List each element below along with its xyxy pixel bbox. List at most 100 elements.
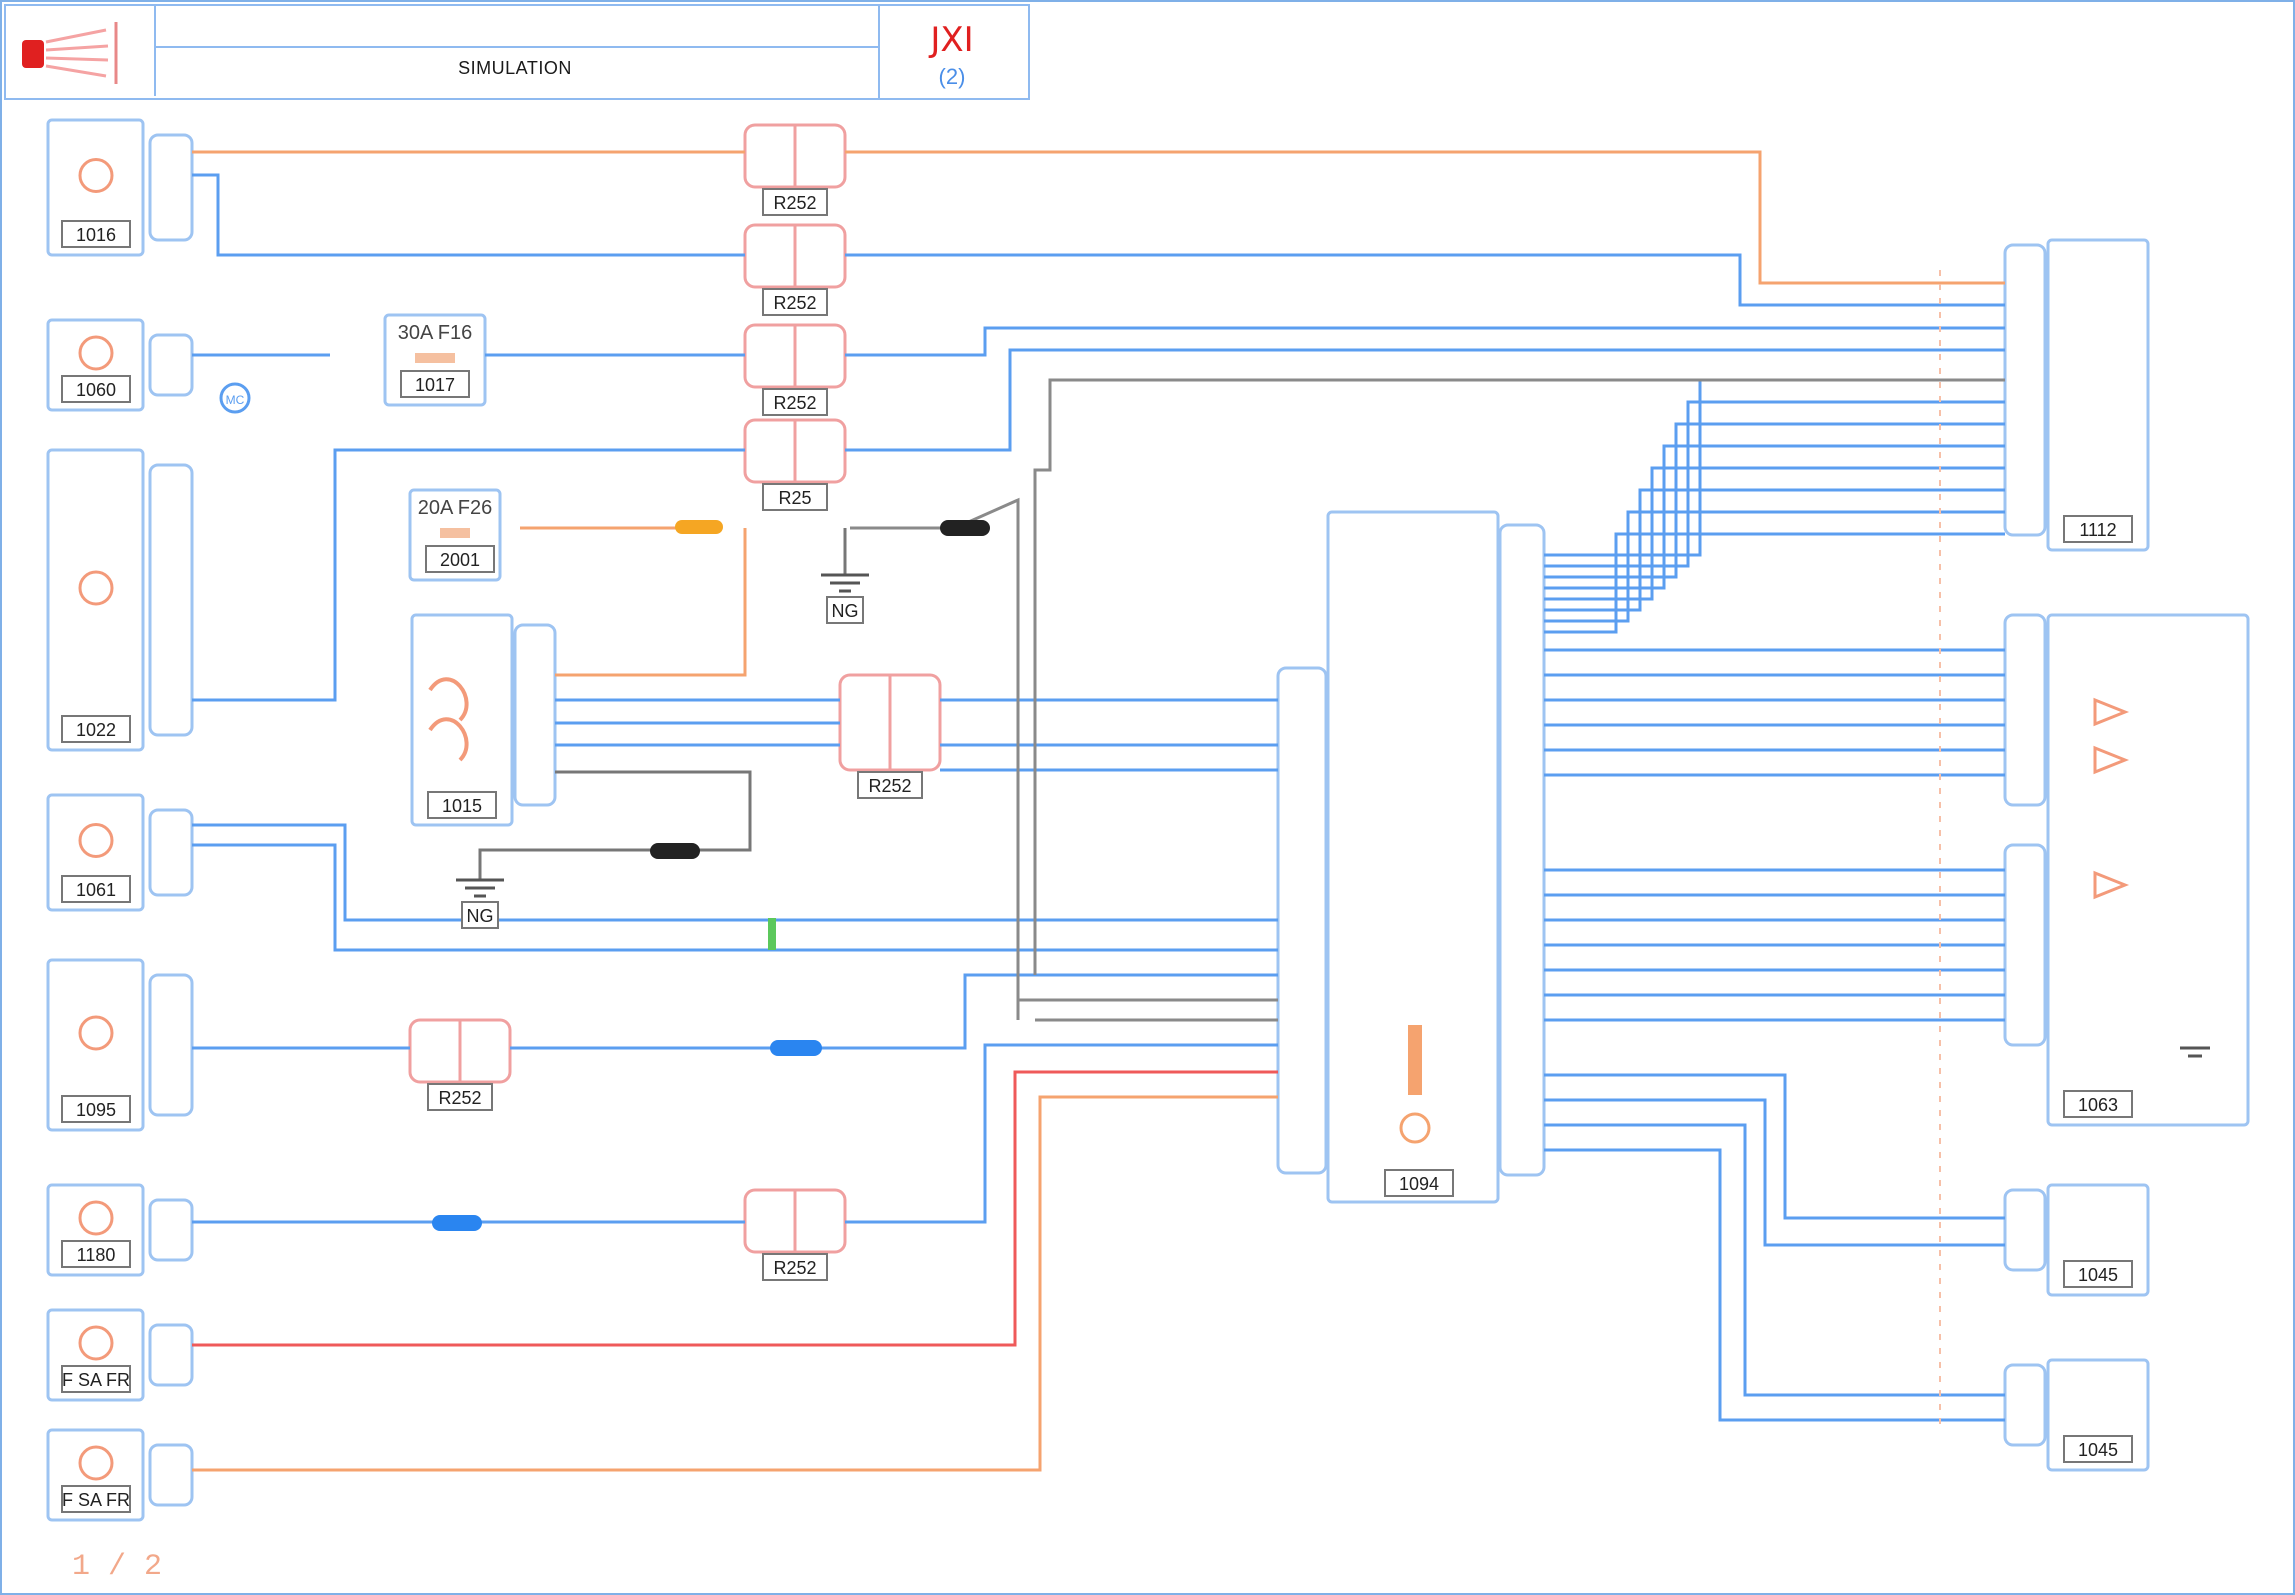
wire-blue (192, 448, 745, 702)
left-component-label: 1022 (76, 720, 116, 740)
left-connector (148, 133, 194, 242)
connector-label: R252 (773, 393, 816, 413)
connector-label: R252 (438, 1088, 481, 1108)
left-component-label-frame (61, 1095, 131, 1123)
left-component (46, 318, 145, 412)
connector-label-frame (427, 1083, 493, 1111)
left-component-label: 1095 (76, 1100, 116, 1120)
wire-blue (1544, 532, 2005, 634)
title-block: SIMULATION JXI (2) (4, 4, 1030, 100)
wire-blue (845, 253, 2005, 307)
connector-label: R252 (773, 293, 816, 313)
ground-symbol (2180, 1046, 2210, 1058)
wire-blue (1544, 510, 2005, 623)
connector-label-frame (762, 483, 828, 511)
fuse-symbol (440, 528, 470, 538)
sensor-symbol (2093, 870, 2130, 900)
connector-label-frame (762, 1253, 828, 1281)
splice-marker (770, 1040, 822, 1056)
connector-label: R25 (778, 488, 811, 508)
left-component-label-frame (61, 875, 131, 903)
right-component (2046, 613, 2250, 1127)
diagram-code: JXI (930, 20, 974, 60)
wire-blue (1544, 1148, 2005, 1422)
right-connector (2003, 613, 2047, 807)
right-component-label-frame (2063, 1090, 2133, 1118)
wire-blue (1544, 400, 2005, 568)
splice-marker (432, 1215, 482, 1231)
left-component-label-frame (61, 1485, 131, 1513)
connector-label-frame (762, 188, 828, 216)
left-connector (148, 808, 194, 897)
ecu-chip-symbol (1408, 1025, 1422, 1095)
fuse-id-frame (425, 545, 495, 573)
wire-blue (1544, 1098, 2005, 1247)
connector-label: R252 (868, 776, 911, 796)
ground-label-frame (461, 901, 499, 929)
left-component (46, 448, 145, 752)
splice-label: MC (226, 393, 245, 407)
wire-blue (845, 1043, 1278, 1224)
left-component-label: F SA FR (62, 1370, 130, 1390)
sensor-symbol (2093, 745, 2130, 775)
splice-circle (219, 382, 251, 414)
wire-red (192, 1070, 1278, 1347)
brand-logo (22, 22, 118, 84)
right-connector (2003, 1188, 2047, 1272)
connector-label: R252 (773, 1258, 816, 1278)
left-connector (148, 1198, 194, 1262)
wire-orange (845, 150, 2005, 285)
left-component (46, 1308, 145, 1402)
wire-orange (192, 1095, 1278, 1472)
wire-blue (845, 326, 2005, 357)
relay-connector (513, 623, 557, 807)
right-component-label-frame (2063, 1260, 2133, 1288)
wire-grey (850, 497, 1020, 1020)
wire-blue (1544, 444, 2005, 590)
right-connector (2003, 1363, 2047, 1447)
diagram-title: SIMULATION (458, 58, 572, 78)
left-component-label-frame (61, 1365, 131, 1393)
connector-label: R252 (773, 193, 816, 213)
left-component-label-frame (61, 715, 131, 743)
right-component-label: 1112 (2079, 520, 2116, 540)
ecu-label: 1094 (1399, 1174, 1439, 1194)
relay-coil-symbol (428, 677, 469, 762)
left-connector (148, 1443, 194, 1507)
right-connector (2003, 243, 2047, 537)
left-connector (148, 333, 194, 397)
splice-marker (650, 843, 700, 859)
right-connector (2003, 843, 2047, 1047)
relay-box-label: 1015 (442, 796, 482, 816)
component-symbol (78, 1445, 114, 1481)
fuse-box (408, 488, 502, 582)
component-symbol (78, 1015, 114, 1051)
right-component (2046, 1358, 2150, 1472)
left-component-label: 1060 (76, 380, 116, 400)
component-symbol (78, 823, 114, 858)
title-block-row (154, 48, 878, 96)
connector-label-frame (762, 388, 828, 416)
ground-symbol (821, 573, 869, 593)
fuse-box (383, 313, 487, 407)
splice-marker (768, 918, 776, 950)
left-component (46, 1183, 145, 1277)
wire-blue (845, 348, 2005, 452)
title-block-row (154, 6, 878, 48)
right-component (2046, 1183, 2150, 1297)
component-symbol (78, 1325, 114, 1361)
splice-marker (675, 520, 723, 534)
ground-symbol (456, 878, 504, 898)
wire-grey (1033, 378, 2005, 975)
left-connector (148, 463, 194, 737)
sensor-symbol (2093, 697, 2130, 727)
wire-blue (1544, 1123, 2005, 1397)
splice-marker (940, 520, 990, 536)
left-component (46, 793, 145, 912)
right-component-label-frame (2063, 515, 2133, 543)
wire-blue (192, 173, 745, 257)
component-symbol (78, 570, 114, 606)
right-component-label-frame (2063, 1435, 2133, 1463)
left-component (46, 958, 145, 1132)
